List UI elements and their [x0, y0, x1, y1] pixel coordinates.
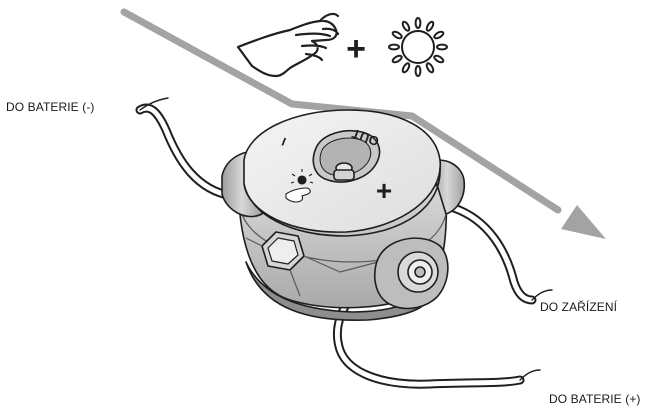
sun-ray — [416, 66, 421, 76]
pinching-hand-icon — [238, 14, 338, 76]
label-battery-plus: DO BATERIE (+) — [549, 392, 641, 406]
sun-ray — [425, 62, 434, 73]
sun-ray — [389, 45, 399, 50]
sun-ray — [401, 21, 410, 32]
plus-sign: + — [376, 175, 392, 206]
sun-ray — [425, 21, 434, 32]
sun-ray — [433, 54, 444, 63]
sun-ray — [392, 30, 403, 39]
sun-ray — [437, 45, 447, 50]
sun-ray — [416, 18, 421, 28]
sun-ray — [433, 30, 444, 39]
plus-symbol: + — [346, 30, 366, 68]
cable-device — [454, 208, 552, 300]
device-body — [222, 110, 464, 320]
sun-icon — [389, 18, 447, 76]
label-battery-minus: DO BATERIE (-) — [6, 100, 95, 114]
sun-ray — [401, 62, 410, 73]
sun-ray — [392, 54, 403, 63]
cable-battery-minus — [140, 98, 232, 196]
label-device: DO ZAŘÍZENÍ — [540, 300, 617, 314]
